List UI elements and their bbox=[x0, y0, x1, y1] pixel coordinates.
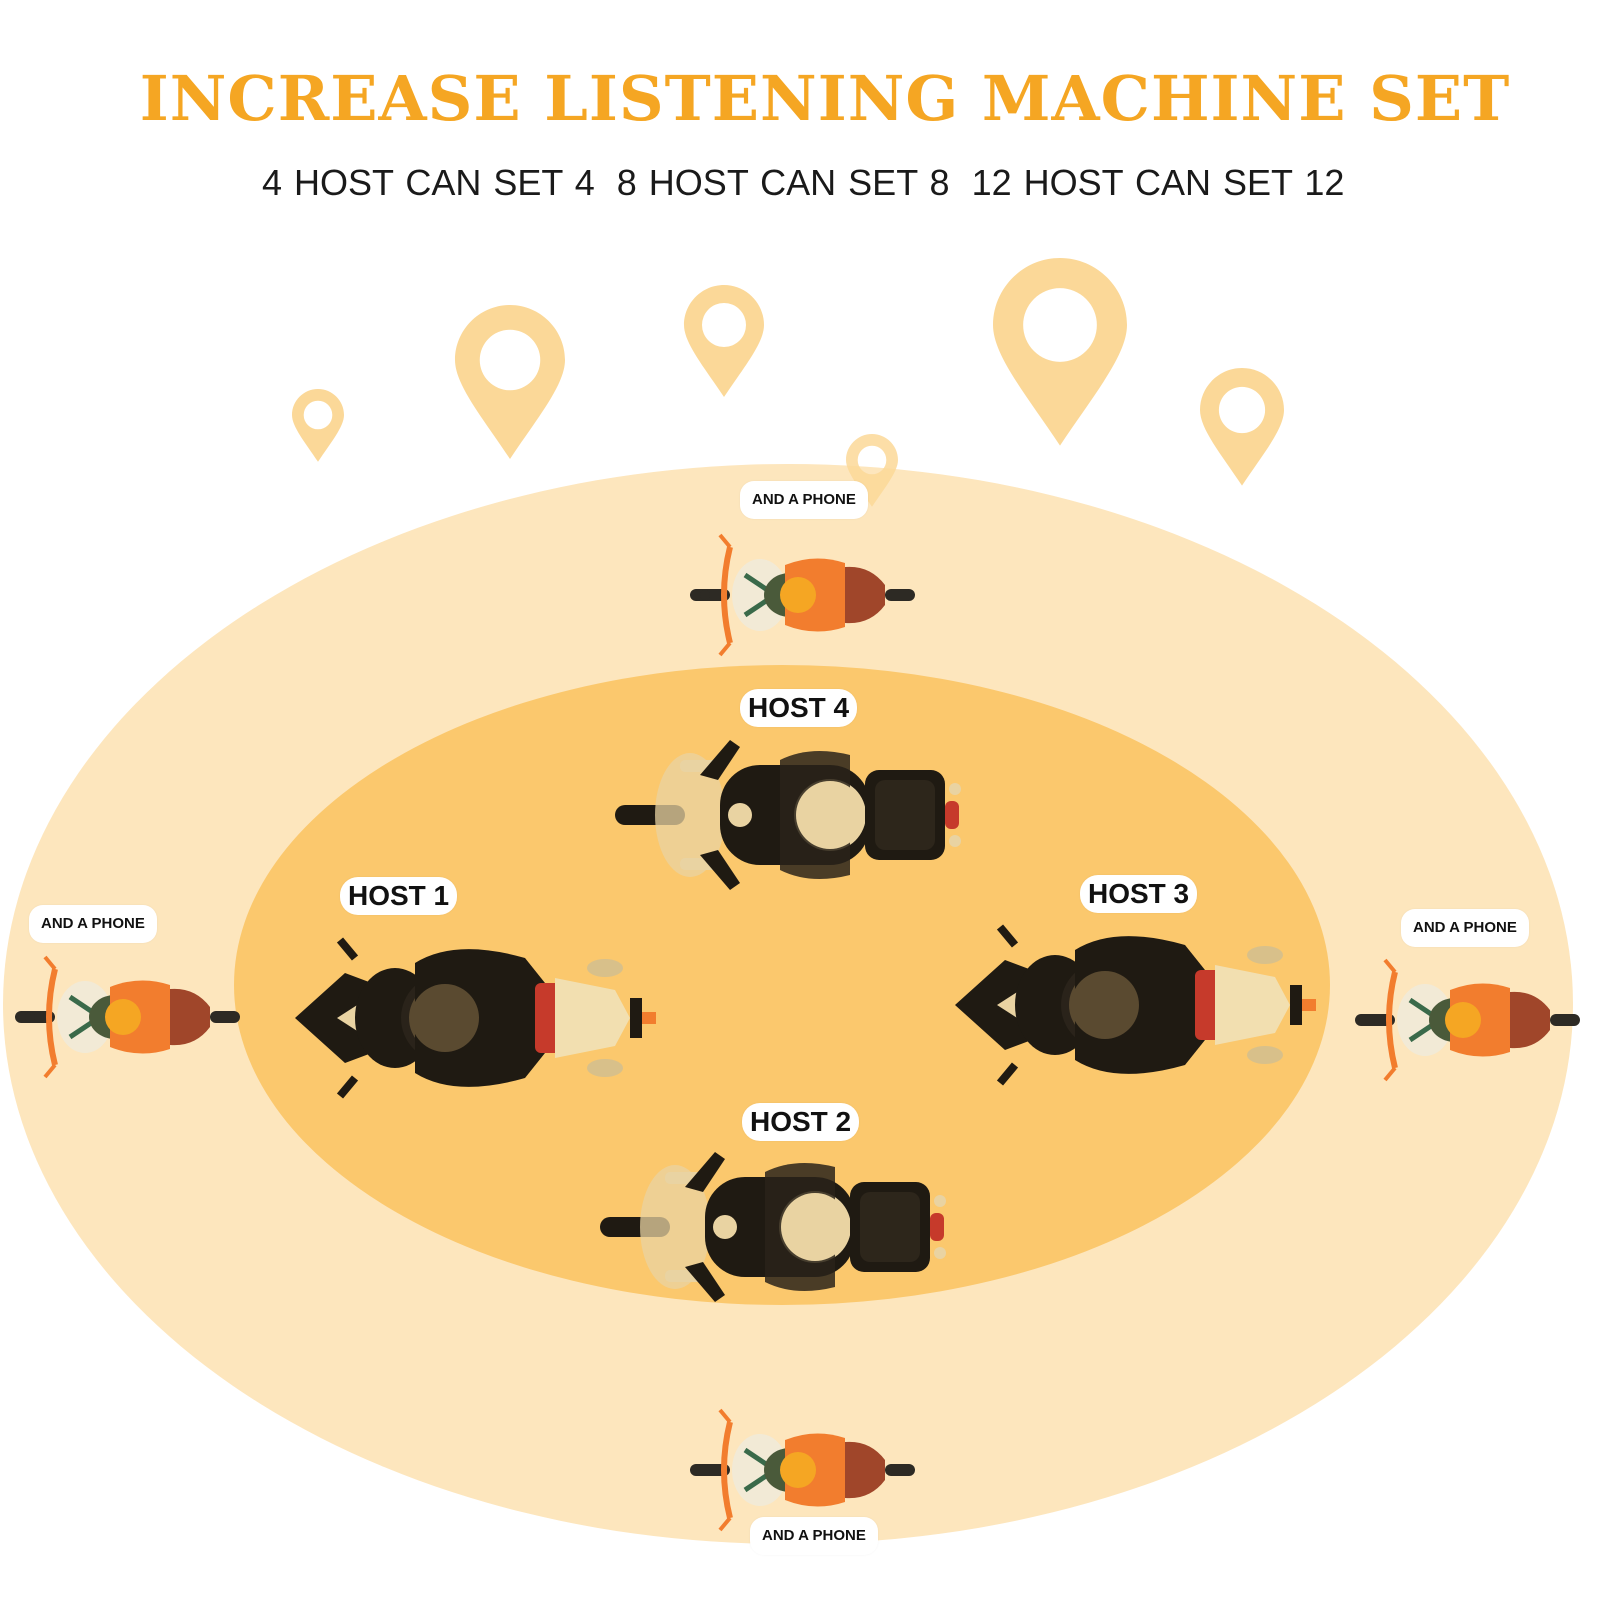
subtitle-part-12: 12 HOST CAN SET 12 bbox=[971, 162, 1345, 203]
page-title: INCREASE LISTENING MACHINE SET bbox=[139, 62, 1511, 135]
phone-label-bottom: AND A PHONE bbox=[750, 1517, 878, 1555]
phone-label-right: AND A PHONE bbox=[1401, 909, 1529, 947]
location-pin-icon bbox=[455, 305, 565, 459]
location-pin-icon bbox=[1200, 368, 1284, 486]
phone-label-top: AND A PHONE bbox=[740, 481, 868, 519]
location-pin-icon bbox=[684, 285, 764, 397]
location-pin-icon bbox=[292, 389, 344, 462]
subtitle-part-4: 4 HOST CAN SET 4 bbox=[262, 162, 595, 203]
phone-label-left: AND A PHONE bbox=[29, 905, 157, 943]
host-2-label: HOST 2 bbox=[742, 1103, 860, 1141]
location-pin-icon bbox=[993, 258, 1127, 446]
host-1-label: HOST 1 bbox=[340, 877, 458, 915]
inner-zone bbox=[234, 665, 1330, 1305]
host-4-label: HOST 4 bbox=[740, 689, 858, 727]
subtitle-part-8: 8 HOST CAN SET 8 bbox=[616, 162, 950, 203]
page-subtitle: 4 HOST CAN SET 4 8 HOST CAN SET 8 12 HOST … bbox=[262, 162, 1366, 204]
host-3-label: HOST 3 bbox=[1080, 875, 1198, 913]
